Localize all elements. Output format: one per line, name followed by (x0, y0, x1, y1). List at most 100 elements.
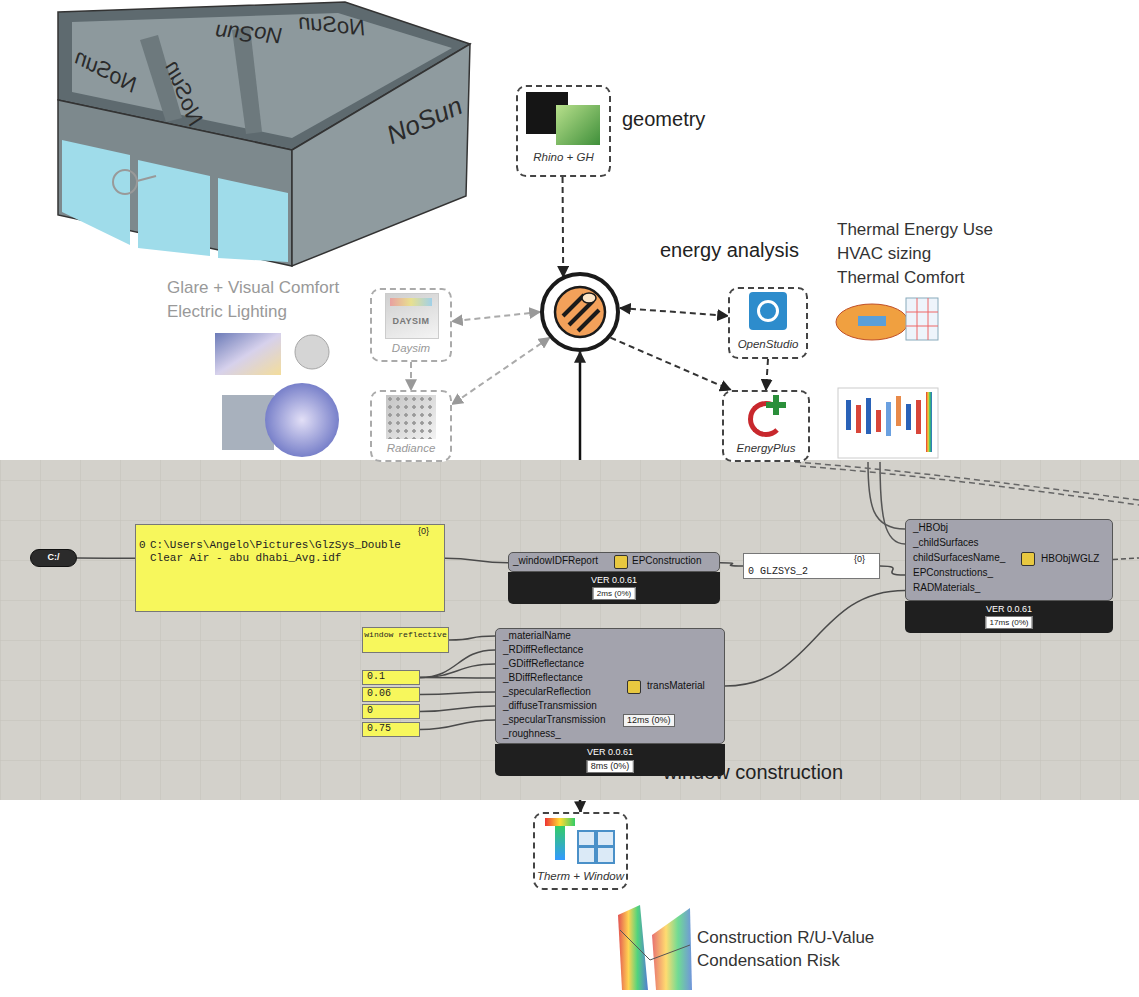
connector (610, 338, 730, 390)
input-name: RADMaterials_ (913, 582, 980, 594)
wire (725, 591, 905, 686)
model-box (58, 2, 470, 266)
icon-shape (555, 826, 565, 860)
wire (720, 563, 743, 566)
output-name: transMaterial (647, 680, 705, 692)
illustration-part (0, 460, 1139, 800)
timing-text: 17ms (0%) (985, 616, 1032, 629)
hub-circle (540, 272, 620, 352)
icon-shape (627, 680, 641, 694)
icon-shape (544, 276, 616, 348)
wire (420, 650, 495, 678)
input-name: _windowIDFReport (513, 555, 598, 567)
panel-value: window reflective (363, 629, 448, 640)
tool-name: Therm + Window (535, 870, 626, 884)
connector (410, 362, 412, 390)
input-name: childSurfacesName_ (913, 552, 1005, 564)
version-text: VER 0.0.61 (905, 603, 1113, 615)
illustration-part (906, 404, 911, 430)
gh-component: _materialName_RDiffReflectance_GDiffRefl… (495, 628, 725, 776)
result-note: HVAC sizing (837, 244, 931, 264)
wire (420, 692, 495, 695)
visual-comfort-images (215, 333, 339, 457)
panel-path: {0} (854, 554, 865, 565)
icon-shape (556, 105, 600, 145)
output-name: HBObjWGLZ (1041, 553, 1099, 565)
timing-tooltip: 12ms (0%) (623, 714, 675, 727)
gh-component: _windowIDFReport EPConstructionVER 0.0.61… (508, 552, 720, 604)
number-panel: 0 (362, 704, 420, 719)
tool-name: Radiance (372, 442, 450, 456)
therm-result-images (618, 905, 692, 990)
gh-component: _HBObj _childSurfaces childSurfacesName_ EP… (905, 519, 1113, 633)
illustration-part (215, 333, 281, 375)
result-note: Construction R/U-Value (697, 928, 874, 948)
tool-name: Daysim (372, 342, 450, 356)
illustration-part (916, 400, 921, 434)
text-panel: window reflective (362, 627, 449, 653)
tool-box: Radiance (370, 390, 452, 462)
illustration-part (836, 304, 908, 340)
input-name: _BDiffReflectance (503, 672, 583, 684)
illustration-part (906, 298, 938, 340)
panel-value: GLZSYS_2 (760, 566, 808, 578)
wire (420, 720, 495, 730)
wire (420, 677, 495, 679)
illustration-part (896, 396, 901, 426)
icon-shape (766, 402, 786, 408)
illustration-part (800, 466, 1139, 505)
illustration-part (926, 392, 932, 452)
version-text: VER 0.0.61 (495, 746, 725, 758)
model-watermark: NoSun (70, 44, 142, 99)
model-watermark: NoSun (297, 9, 367, 42)
tool-box: DAYSIM Daysim (370, 288, 452, 362)
result-note: Thermal Energy Use (837, 220, 993, 240)
tool-name: Rhino + GH (518, 151, 609, 165)
icon-shape (744, 395, 792, 437)
input-name: _childSurfaces (913, 537, 979, 549)
icon-shape (555, 287, 605, 337)
connector (452, 312, 540, 321)
tool-box: EnergyPlus (722, 390, 810, 462)
illustration-part (838, 388, 938, 458)
input-name: EPConstructions_ (913, 567, 993, 579)
result-note: Thermal Comfort (837, 268, 965, 288)
connector (579, 800, 582, 812)
wire (420, 706, 495, 712)
illustration-part (846, 400, 851, 430)
illustration-part (856, 405, 861, 433)
input-name: _diffuseTransmission (503, 700, 597, 712)
wire (880, 566, 905, 575)
output-name: EPConstruction (632, 555, 701, 567)
panel-value: 0.1 (367, 671, 385, 683)
thermal-result-images (836, 298, 938, 458)
timing-text: 2ms (0%) (593, 587, 636, 600)
logo-text: DAYSIM (372, 316, 450, 327)
input-name: _specularTransmission (503, 714, 605, 726)
wire (420, 664, 495, 678)
icon-shape (1021, 552, 1035, 566)
input-name: _RDiffReflectance (503, 644, 583, 656)
illustration-part (876, 410, 881, 432)
illustration-part (620, 930, 690, 960)
result-note: Glare + Visual Comfort (167, 278, 339, 298)
model-watermark: NoSun (382, 90, 467, 151)
wire (445, 558, 508, 563)
wire (77, 557, 135, 559)
model-watermark: NoSun (214, 18, 283, 48)
connector (562, 177, 565, 277)
version-text: VER 0.0.61 (508, 574, 720, 586)
icon-shape (582, 293, 596, 303)
tool-name: OpenStudio (730, 338, 806, 352)
input-name: _HBObj (913, 522, 948, 534)
illustration-part (795, 462, 1139, 500)
illustration-part (866, 398, 871, 434)
connector (620, 308, 728, 316)
connector (579, 352, 582, 460)
illustration-part (292, 44, 470, 266)
stage-heading: geometry (622, 107, 705, 131)
illustration-part (138, 160, 210, 256)
tool-name: EnergyPlus (724, 442, 808, 456)
